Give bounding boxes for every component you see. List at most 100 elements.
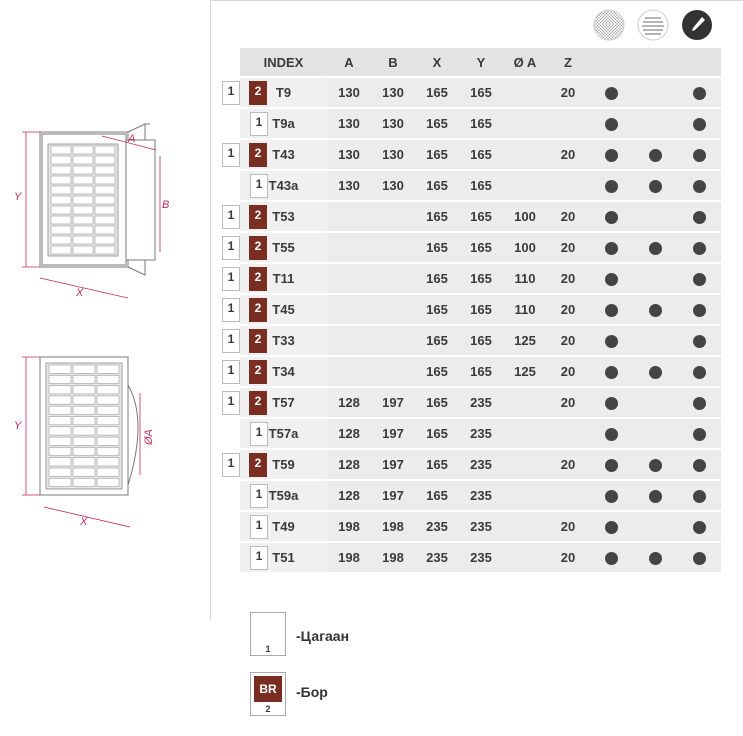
col-header-paint [677, 48, 721, 78]
color-white-badge: 1 [222, 329, 240, 353]
color-white-badge: 1 [222, 391, 240, 415]
cell-feature [589, 419, 633, 450]
feature-dot-icon [648, 552, 662, 566]
dim-x-label: X [75, 287, 84, 299]
color-brown-badge: 2 [249, 298, 267, 322]
louvre-slat [94, 205, 116, 215]
cell-b: 130 [371, 171, 415, 202]
cell-y: 235 [459, 388, 503, 419]
cell-z: 20 [547, 140, 589, 171]
cell-oa [503, 140, 547, 171]
cell-b: 197 [371, 388, 415, 419]
louvre-slat [48, 436, 72, 446]
louvre-slat [72, 405, 96, 415]
cell-y: 235 [459, 481, 503, 512]
cell-feature [677, 140, 721, 171]
feature-dot-icon [692, 118, 706, 132]
louvre-slat [94, 155, 116, 165]
louvre-slat [94, 245, 116, 255]
cell-z: 20 [547, 512, 589, 543]
cell-b: 198 [371, 543, 415, 574]
cell-x: 165 [415, 202, 459, 233]
cell-oa: 125 [503, 357, 547, 388]
feature-dot-icon [604, 397, 618, 411]
cell-y: 165 [459, 295, 503, 326]
dim-y-label: Y [14, 191, 22, 203]
cell-b: 130 [371, 140, 415, 171]
cell-feature [589, 326, 633, 357]
louvre-slat [48, 426, 72, 436]
feature-dot-icon [604, 211, 618, 225]
col-header-x: X [415, 48, 459, 78]
louvre-slat [48, 385, 72, 395]
cell-a: 128 [327, 450, 371, 481]
louvre-slat [96, 457, 120, 467]
cell-feature [589, 171, 633, 202]
louvre-slat [72, 436, 96, 446]
cell-b [371, 233, 415, 264]
color-brown-badge: 2 [249, 236, 267, 260]
cell-feature [633, 357, 677, 388]
feature-dot-icon [604, 87, 618, 101]
feature-dot-icon [692, 335, 706, 349]
cell-oa [503, 543, 547, 574]
row-color-options: 1 [222, 515, 272, 539]
cell-z: 20 [547, 78, 589, 109]
feature-dot-icon [648, 242, 662, 256]
cell-z: 20 [547, 326, 589, 357]
col-header-index: INDEX [240, 48, 327, 78]
feature-dot-icon [648, 459, 662, 473]
cell-x: 235 [415, 512, 459, 543]
cell-feature [633, 295, 677, 326]
cell-feature [589, 140, 633, 171]
feature-dot-icon [604, 552, 618, 566]
cell-b [371, 202, 415, 233]
feature-dot-icon [692, 211, 706, 225]
cell-feature [589, 481, 633, 512]
cell-feature [589, 78, 633, 109]
cell-z: 20 [547, 357, 589, 388]
color-white-badge: 1 [250, 422, 268, 446]
cell-a: 130 [327, 140, 371, 171]
louvre-slat [72, 175, 94, 185]
louvre-slat [48, 374, 72, 384]
cell-a [327, 202, 371, 233]
cell-b: 197 [371, 481, 415, 512]
cell-z [547, 109, 589, 140]
feature-dot-icon [648, 304, 662, 318]
louvre-slat [72, 205, 94, 215]
cell-feature [677, 295, 721, 326]
legend-brown-code: BR [254, 676, 282, 702]
cell-b: 130 [371, 78, 415, 109]
cell-feature [633, 202, 677, 233]
feature-dot-icon [692, 397, 706, 411]
feature-dot-icon [604, 273, 618, 287]
color-white-badge: 1 [222, 453, 240, 477]
cell-y: 235 [459, 512, 503, 543]
top-divider [210, 0, 743, 1]
cell-x: 165 [415, 450, 459, 481]
cell-b [371, 357, 415, 388]
cell-z: 20 [547, 264, 589, 295]
feature-dot-icon [604, 304, 618, 318]
cell-x: 165 [415, 357, 459, 388]
louvre-slat [96, 395, 120, 405]
cell-feature [633, 78, 677, 109]
cell-b [371, 295, 415, 326]
paintable-brush-icon [682, 10, 712, 40]
color-white-badge: 1 [222, 298, 240, 322]
color-white-badge: 1 [222, 267, 240, 291]
feature-dot-icon [692, 273, 706, 287]
cell-feature [633, 450, 677, 481]
cell-oa [503, 171, 547, 202]
cell-oa [503, 481, 547, 512]
cell-a: 128 [327, 419, 371, 450]
